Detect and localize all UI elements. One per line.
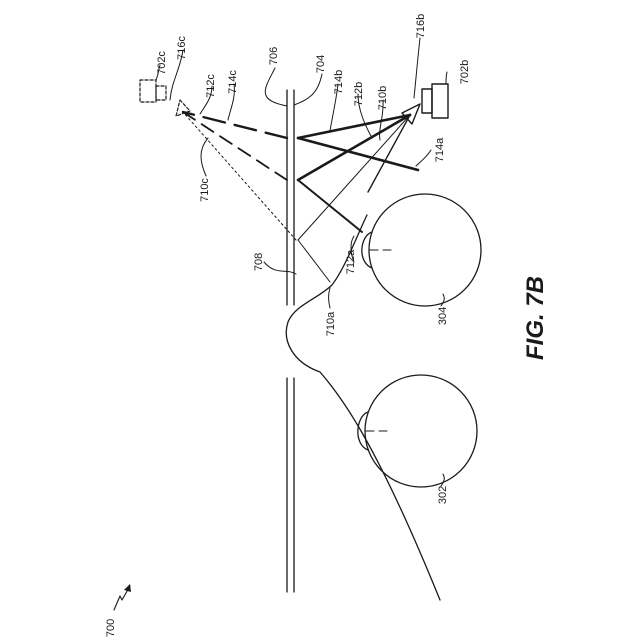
label-714a: 714a [434, 137, 446, 162]
ray-714b-upper [298, 115, 410, 138]
figure-caption: FIG. 7B [522, 276, 549, 360]
ray-710c [183, 112, 296, 240]
eye-302 [358, 375, 477, 487]
label-712a: 712a [345, 249, 357, 274]
leader-708 [264, 262, 296, 274]
leader-710c [201, 138, 208, 176]
ray-712a [298, 180, 362, 232]
label-708: 708 [253, 253, 265, 271]
label-712c: 712c [205, 74, 217, 98]
label-712b: 712b [353, 82, 365, 106]
ray-714c [183, 112, 287, 138]
leader-304 [441, 294, 444, 306]
ray-712c [183, 112, 287, 180]
label-716c: 716c [176, 36, 188, 60]
virtual-camera-702c [140, 80, 166, 102]
label-304: 304 [437, 307, 449, 325]
leader-714a [416, 150, 431, 166]
leader-706 [265, 68, 287, 106]
eye-304 [362, 194, 481, 306]
ray-714a [298, 138, 418, 170]
leader-lines [156, 38, 447, 486]
ray-714b-lower [298, 115, 410, 180]
leader-704 [294, 74, 322, 105]
ray-710a [298, 240, 330, 282]
label-702b: 702b [459, 60, 471, 84]
rays [183, 112, 418, 282]
label-710b: 710b [377, 86, 389, 110]
label-702c: 702c [156, 51, 168, 75]
camera-702b [422, 84, 448, 118]
label-716b: 716b [415, 14, 427, 38]
leader-702b [446, 72, 447, 84]
label-706: 706 [268, 47, 280, 65]
label-714c: 714c [227, 70, 239, 94]
leader-716b [414, 38, 420, 98]
label-714b: 714b [333, 70, 345, 94]
figure-ref-arrow [114, 584, 131, 610]
label-710a: 710a [325, 311, 337, 336]
leader-302 [441, 474, 444, 486]
label-704: 704 [315, 55, 327, 73]
label-700: 700 [105, 619, 117, 637]
label-710c: 710c [199, 178, 211, 202]
label-302: 302 [437, 486, 449, 504]
leader-710a [329, 288, 331, 308]
face-profile [286, 215, 440, 600]
